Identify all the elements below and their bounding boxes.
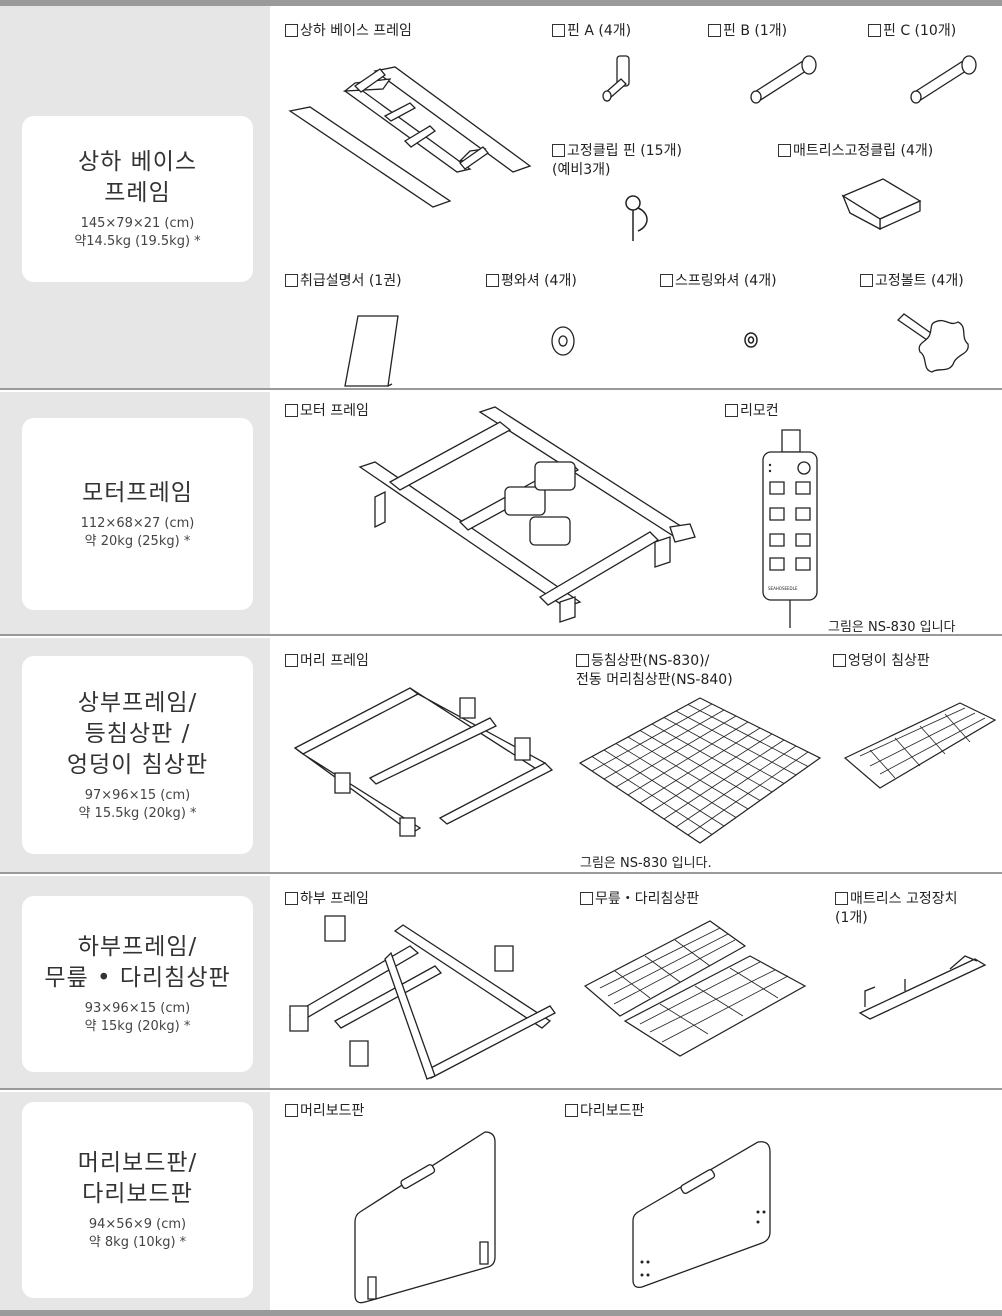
row-left-panel: 모터프레임 112×68×27 (cm) 약 20kg (25kg) * (0, 392, 270, 634)
row-left-panel: 상부프레임/ 등침상판 / 엉덩이 침상판 97×96×15 (cm) 약 15… (0, 638, 270, 872)
part-label: 고정클립 핀 (15개) (예비3개) (552, 143, 682, 178)
figure-note: 그림은 NS-830 입니다. (580, 856, 712, 871)
component-name: 모터프레임 (82, 479, 193, 506)
checkbox-icon (285, 274, 298, 287)
back-plate-illustration (575, 693, 825, 853)
component-name: 머리보드판/ 다리보드판 (77, 1150, 198, 1207)
figure-note: 그림은 NS-830 입니다 (828, 620, 956, 635)
checkbox-icon (285, 24, 298, 37)
part-label: 하부 프레임 (285, 890, 369, 909)
checkbox-icon (860, 274, 873, 287)
part-label: 모터 프레임 (285, 402, 369, 421)
pin-a-icon (595, 51, 650, 111)
part-label: 스프링와셔 (4개) (660, 272, 777, 291)
remote-control: SEAHOSEEDLE (760, 430, 820, 630)
component-spec: 145×79×21 (cm) 약14.5kg (19.5kg) * (74, 216, 201, 249)
foot-board-illustration (630, 1137, 780, 1297)
checkbox-icon (486, 274, 499, 287)
top-border (0, 0, 1002, 6)
checkbox-icon (833, 654, 846, 667)
checkbox-icon (285, 404, 298, 417)
brand-label: SEAHOSEEDLE (768, 586, 798, 591)
checkbox-icon (552, 24, 565, 37)
head-board-illustration (350, 1127, 500, 1307)
hip-plate-illustration (840, 698, 1000, 798)
component-name: 상하 베이스 프레임 (77, 149, 198, 206)
checkbox-icon (285, 1104, 298, 1117)
flat-washer-icon (548, 324, 578, 359)
clip-pin-icon (620, 191, 660, 246)
checkbox-icon (285, 654, 298, 667)
head-frame-illustration (290, 678, 560, 838)
lower-frame-illustration (285, 911, 555, 1081)
checkbox-icon (552, 144, 565, 157)
remote-control-illustration (760, 430, 820, 630)
part-label: 핀 C (10개) (868, 22, 956, 41)
row-left-panel: 상하 베이스 프레임 145×79×21 (cm) 약14.5kg (19.5k… (0, 6, 270, 388)
spring-washer-icon (740, 328, 762, 353)
checkbox-icon (778, 144, 791, 157)
component-spec: 97×96×15 (cm) 약 15.5kg (20kg) * (78, 787, 197, 821)
row-head-board: 머리보드판/ 다리보드판 94×56×9 (cm) 약 8kg (10kg) *… (0, 1092, 1002, 1310)
part-label: 무릎・다리침상판 (580, 890, 699, 909)
part-label: 다리보드판 (565, 1102, 644, 1121)
part-label: 머리 프레임 (285, 652, 369, 671)
part-label: 리모컨 (725, 402, 779, 421)
row-base-frame: 상하 베이스 프레임 145×79×21 (cm) 약14.5kg (19.5k… (0, 6, 1002, 390)
row-upper-frame: 상부프레임/ 등침상판 / 엉덩이 침상판 97×96×15 (cm) 약 15… (0, 638, 1002, 874)
checkbox-icon (576, 654, 589, 667)
row-left-panel: 하부프레임/ 무릎 • 다리침상판 93×96×15 (cm) 약 15kg (… (0, 876, 270, 1088)
pin-b-icon (745, 51, 825, 111)
row-motor-frame: 모터프레임 112×68×27 (cm) 약 20kg (25kg) * 모터 … (0, 392, 1002, 636)
part-label: 머리보드판 (285, 1102, 364, 1121)
component-spec: 93×96×15 (cm) 약 15kg (20kg) * (84, 1001, 191, 1034)
row-lower-frame: 하부프레임/ 무릎 • 다리침상판 93×96×15 (cm) 약 15kg (… (0, 876, 1002, 1090)
part-label: 핀 B (1개) (708, 22, 787, 41)
part-label: 매트리스 고정장치 (1개) (835, 891, 958, 926)
checkbox-icon (708, 24, 721, 37)
part-label: 평와셔 (4개) (486, 272, 577, 291)
row-left-panel: 머리보드판/ 다리보드판 94×56×9 (cm) 약 8kg (10kg) * (0, 1092, 270, 1310)
component-spec: 112×68×27 (cm) 약 20kg (25kg) * (80, 515, 195, 549)
bottom-border (0, 1310, 1002, 1316)
checkbox-icon (660, 274, 673, 287)
fixing-bolt-icon (890, 302, 985, 392)
checkbox-icon (725, 404, 738, 417)
mattress-fixer-illustration (855, 951, 990, 1026)
checkbox-icon (580, 892, 593, 905)
part-label: 등침상판(NS-830)/ 전동 머리침상판(NS-840) (576, 653, 733, 688)
manual-icon (340, 311, 405, 391)
component-spec: 94×56×9 (cm) 약 8kg (10kg) * (88, 1217, 187, 1250)
knee-leg-plate-illustration (580, 916, 810, 1076)
component-card: 상하 베이스 프레임 145×79×21 (cm) 약14.5kg (19.5k… (22, 116, 253, 282)
checkbox-icon (835, 892, 848, 905)
pin-c-icon (905, 51, 985, 111)
part-label: 상하 베이스 프레임 (285, 22, 412, 41)
motor-frame-illustration (350, 402, 700, 622)
base-frame-illustration (285, 51, 535, 221)
part-label: 매트리스고정클립 (4개) (778, 142, 933, 161)
part-label: 취급설명서 (1권) (285, 272, 402, 291)
mattress-clip-icon (838, 171, 928, 246)
checkbox-icon (285, 892, 298, 905)
component-card: 모터프레임 112×68×27 (cm) 약 20kg (25kg) * (22, 418, 253, 610)
checkbox-icon (565, 1104, 578, 1117)
component-card: 상부프레임/ 등침상판 / 엉덩이 침상판 97×96×15 (cm) 약 15… (22, 656, 253, 854)
component-card: 하부프레임/ 무릎 • 다리침상판 93×96×15 (cm) 약 15kg (… (22, 896, 253, 1072)
part-label: 핀 A (4개) (552, 22, 631, 41)
component-name: 하부프레임/ 무릎 • 다리침상판 (44, 934, 231, 991)
checkbox-icon (868, 24, 881, 37)
part-label: 고정볼트 (4개) (860, 272, 964, 291)
part-label: 엉덩이 침상판 (833, 652, 930, 671)
component-name: 상부프레임/ 등침상판 / 엉덩이 침상판 (66, 689, 209, 778)
component-card: 머리보드판/ 다리보드판 94×56×9 (cm) 약 8kg (10kg) * (22, 1102, 253, 1298)
